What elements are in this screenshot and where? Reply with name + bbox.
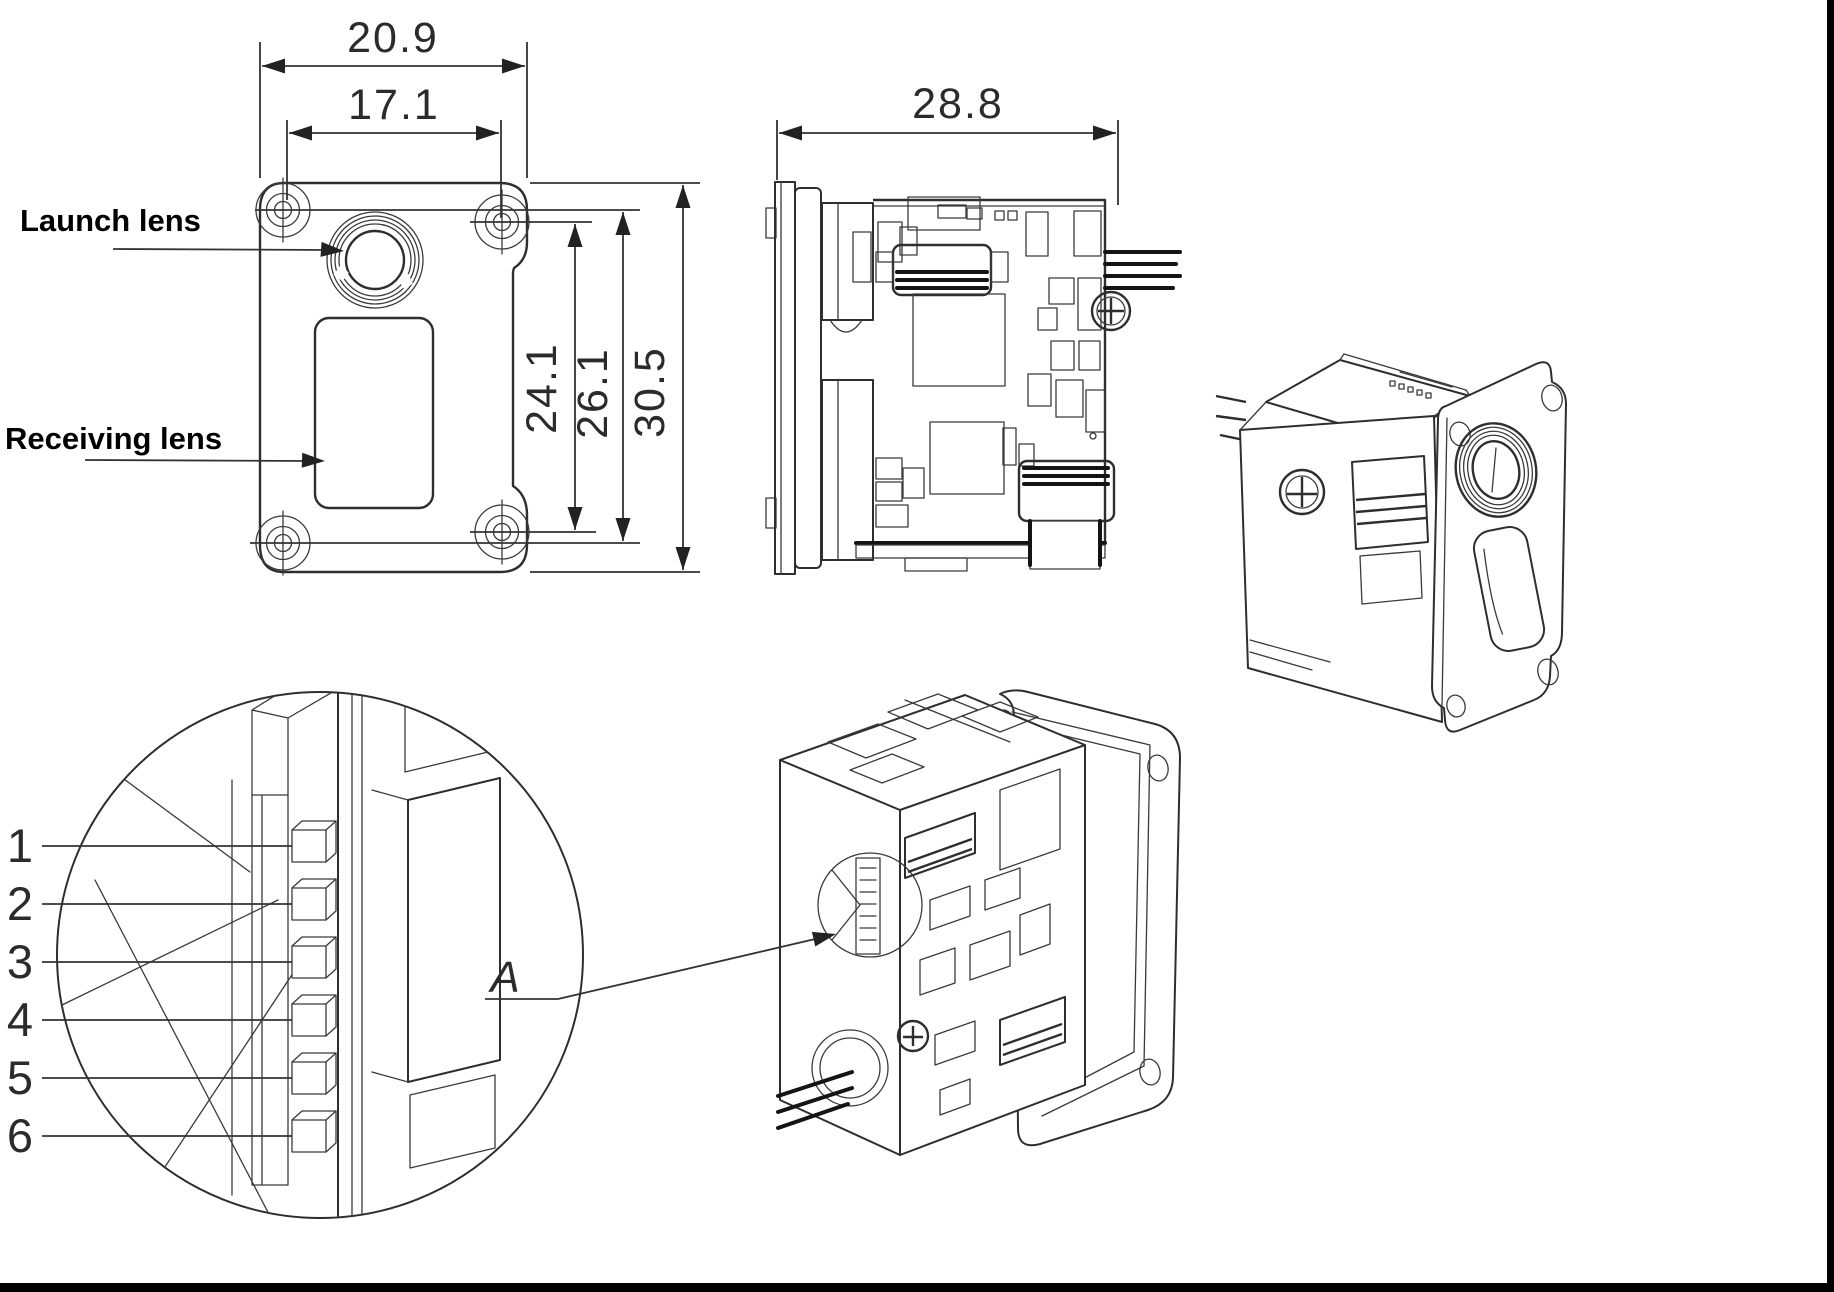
flange-strip-outer <box>774 181 796 575</box>
detail-view-circle: 1 2 3 4 5 6 <box>7 691 584 1219</box>
pin-label-6: 6 <box>7 1109 33 1162</box>
pin-label-1: 1 <box>7 819 33 872</box>
dimension-depth: 28.8 <box>776 80 1119 205</box>
receiving-lens-text: Receiving lens <box>5 421 222 456</box>
board-connector-top <box>875 243 1009 297</box>
pin-callouts: 1 2 3 4 5 6 <box>7 819 292 1162</box>
pin-label-3: 3 <box>7 935 33 988</box>
phillips-screw-icon <box>1090 290 1132 332</box>
iso-receiving-slot <box>1472 526 1546 652</box>
iso-screw-icon <box>1278 468 1326 516</box>
dim-text-front-width: 20.9 <box>347 14 439 62</box>
dimension-hole-spacing: 17.1 <box>289 81 499 141</box>
launch-lens-text: Launch lens <box>20 203 201 238</box>
launch-lens <box>326 211 424 309</box>
dimension-height-outer: 30.5 <box>626 185 691 570</box>
sheet-border-bottom <box>0 1283 1834 1292</box>
iso-lens-hole <box>1454 422 1538 518</box>
pcb-components <box>875 196 1182 570</box>
detail-ref-text: A <box>487 953 519 1002</box>
dimension-front-width: 20.9 <box>262 14 525 74</box>
receiving-lens <box>313 316 435 510</box>
iso-body <box>1215 353 1471 723</box>
dim-text-depth: 28.8 <box>912 80 1004 128</box>
iso-view-bottom <box>776 689 1181 1156</box>
extension-lines <box>250 42 700 573</box>
pin-label-5: 5 <box>7 1051 33 1104</box>
flange-strip-inner <box>794 187 822 569</box>
front-view: 20.9 17.1 24.1 26.1 30.5 <box>5 14 700 576</box>
iso2-body <box>776 693 1086 1156</box>
ic-chip-small <box>929 421 1005 495</box>
detail-marker-circle <box>817 852 923 958</box>
dim-text-height-inner: 24.1 <box>518 342 566 434</box>
iso2-pcb-components <box>896 768 1066 1116</box>
side-view: 28.8 <box>765 80 1182 575</box>
lens-barrel-column <box>821 202 874 561</box>
board-connector-bottom <box>1017 459 1116 570</box>
detail-circle-outline <box>56 691 584 1219</box>
dim-text-height-mid: 26.1 <box>569 347 617 439</box>
sheet-border-right <box>1827 0 1834 1292</box>
iso-connector <box>1351 455 1429 550</box>
receiving-lens-label: Receiving lens <box>5 421 326 469</box>
dim-text-hole-spacing: 17.1 <box>348 81 440 129</box>
iso2-lens-bore <box>776 1029 889 1130</box>
detail-connector-body <box>251 794 289 1186</box>
detail-reference: A <box>485 926 838 1002</box>
faceplate-outline <box>258 181 529 574</box>
pin-label-2: 2 <box>7 877 33 930</box>
ic-chip-large <box>912 293 1006 387</box>
pin-label-4: 4 <box>7 993 33 1046</box>
launch-lens-label: Launch lens <box>20 203 345 259</box>
dim-text-height-outer: 30.5 <box>626 346 674 438</box>
iso-faceplate <box>1431 361 1567 733</box>
dimension-height-mid: 26.1 <box>569 212 631 541</box>
dimension-height-inner: 24.1 <box>518 224 583 530</box>
iso2-screw-icon <box>896 1019 930 1053</box>
wires <box>1103 250 1182 290</box>
iso-view-top-right <box>1215 353 1567 733</box>
detail-pin-cubes <box>291 820 337 1153</box>
